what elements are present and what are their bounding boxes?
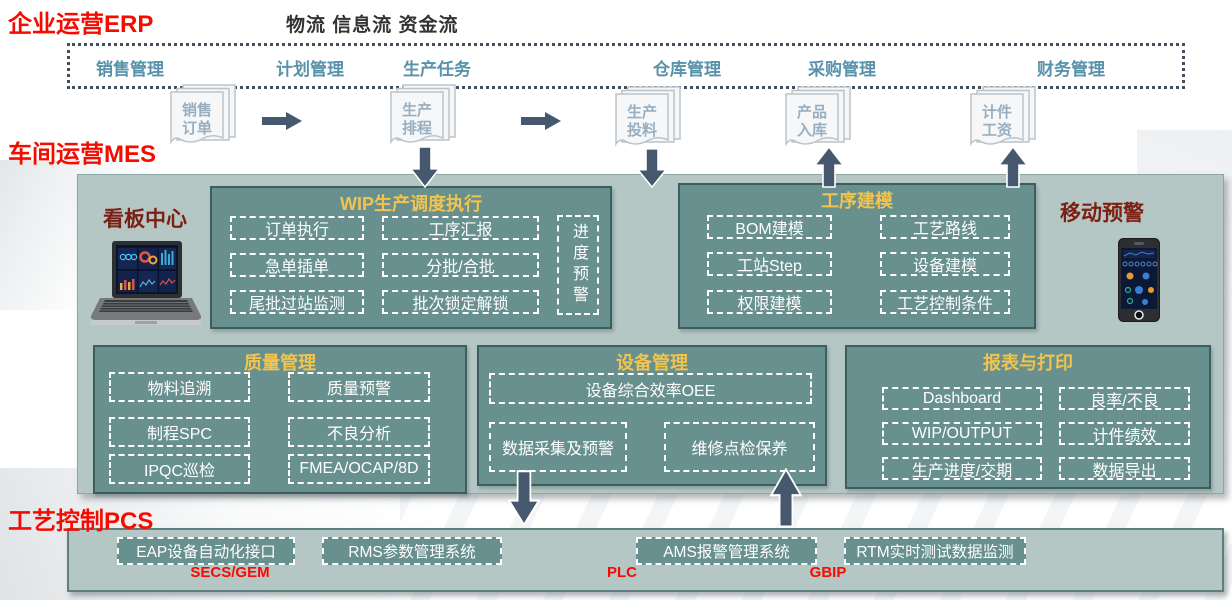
- erp-module-label: 财务管理: [1037, 60, 1105, 79]
- flow-arrow-right-icon: [262, 112, 302, 130]
- flow-arrow-right-icon: [521, 112, 561, 130]
- protocol-label: GBIP: [809, 564, 847, 581]
- laptop-dashboard-icon: [90, 241, 202, 325]
- equipment-panel: 设备管理 设备综合效率OEE 数据采集及预警 维修点检保养: [477, 345, 827, 486]
- doc-label-line: 生产: [402, 101, 432, 119]
- wip-item: 急单插单: [230, 253, 364, 277]
- pcs-container: EAP设备自动化接口 RMS参数管理系统 AMS报警管理系统 RTM实时测试数据…: [67, 528, 1224, 592]
- doc-label-line: 计件: [982, 103, 1012, 121]
- document-stack-icon: 销售 订单: [170, 84, 236, 145]
- modeling-item: 工艺控制条件: [880, 290, 1010, 314]
- document-stack-icon: 生产 投料: [615, 86, 681, 147]
- smartphone-icon: [1118, 238, 1160, 322]
- panel-title: 质量管理: [244, 353, 316, 373]
- doc-label-line: 投料: [627, 121, 657, 139]
- doc-label-line: 订单: [182, 119, 212, 137]
- flow-arrow-down-icon: [409, 146, 441, 188]
- modeling-item: BOM建模: [707, 215, 832, 239]
- equipment-item: 数据采集及预警: [489, 422, 627, 472]
- panel-title: 设备管理: [616, 353, 688, 373]
- mes-section-label: 车间运营MES: [8, 141, 157, 168]
- protocol-label: PLC: [607, 564, 637, 581]
- quality-item: 质量预警: [288, 372, 430, 402]
- pcs-system-item: EAP设备自动化接口: [117, 537, 295, 565]
- modeling-item: 设备建模: [880, 252, 1010, 276]
- document-stack-icon: 计件 工资: [970, 86, 1036, 147]
- quality-item: 不良分析: [288, 417, 430, 447]
- modeling-item: 工站Step: [707, 252, 832, 276]
- report-item: WIP/OUTPUT: [882, 422, 1042, 445]
- flow-arrow-down-icon: [636, 148, 668, 188]
- report-item: 计件绩效: [1059, 422, 1190, 445]
- wip-item: 批次锁定解锁: [382, 290, 539, 314]
- doc-label-line: 生产: [627, 103, 657, 121]
- pcs-system-item: AMS报警管理系统: [636, 537, 817, 565]
- wip-item: 分批/合批: [382, 253, 539, 277]
- equipment-oee-item: 设备综合效率OEE: [489, 373, 812, 404]
- report-item: 良率/不良: [1059, 387, 1190, 410]
- modeling-panel: 工序建模 BOM建模 工艺路线 工站Step 设备建模 权限建模 工艺控制条件: [678, 183, 1036, 329]
- erp-module-label: 采购管理: [808, 60, 876, 79]
- modeling-item: 权限建模: [707, 290, 832, 314]
- quality-item: FMEA/OCAP/8D: [288, 454, 430, 484]
- panel-title: WIP生产调度执行: [340, 194, 482, 214]
- doc-label-line: 排程: [402, 119, 432, 137]
- pcs-system-item: RTM实时测试数据监测: [844, 537, 1026, 565]
- erp-module-label: 销售管理: [96, 60, 164, 79]
- quality-item: IPQC巡检: [109, 454, 250, 484]
- wip-item: 尾批过站监测: [230, 290, 364, 314]
- erp-modules-container: [67, 43, 1185, 89]
- quality-panel: 质量管理 物料追溯 质量预警 制程SPC 不良分析 IPQC巡检 FMEA/OC…: [93, 345, 467, 494]
- wip-item: 工序汇报: [382, 216, 539, 240]
- equipment-item: 维修点检保养: [664, 422, 815, 472]
- mobile-alert-label: 移动预警: [1060, 202, 1144, 225]
- protocol-label: SECS/GEM: [190, 564, 270, 581]
- flow-arrow-up-icon: [997, 146, 1029, 188]
- report-item: 生产进度/交期: [882, 457, 1042, 480]
- progress-alert-item: 进度预警: [557, 215, 599, 315]
- flow-arrow-down-icon: [507, 470, 541, 526]
- doc-label-line: 销售: [182, 101, 212, 119]
- pcs-section-label: 工艺控制PCS: [8, 508, 154, 535]
- kanban-center-label: 看板中心: [103, 208, 187, 231]
- modeling-item: 工艺路线: [880, 215, 1010, 239]
- erp-module-label: 生产任务: [403, 60, 471, 79]
- document-stack-icon: 生产 排程: [390, 84, 456, 145]
- panel-title: 报表与打印: [983, 353, 1073, 373]
- flow-arrow-up-icon: [769, 468, 803, 528]
- report-item: Dashboard: [882, 387, 1042, 410]
- report-panel: 报表与打印 Dashboard 良率/不良 WIP/OUTPUT 计件绩效 生产…: [845, 345, 1211, 489]
- flow-label: 物流 信息流 资金流: [286, 15, 459, 36]
- doc-label-line: 产品: [797, 103, 827, 121]
- doc-label-line: 入库: [797, 121, 827, 139]
- erp-module-label: 计划管理: [276, 60, 344, 79]
- wip-item: 订单执行: [230, 216, 364, 240]
- wip-panel: WIP生产调度执行 订单执行 工序汇报 急单插单 分批/合批 尾批过站监测 批次…: [210, 186, 612, 329]
- report-item: 数据导出: [1059, 457, 1190, 480]
- flow-arrow-up-icon: [813, 146, 845, 188]
- quality-item: 物料追溯: [109, 372, 250, 402]
- panel-title: 工序建模: [821, 191, 893, 211]
- document-stack-icon: 产品 入库: [785, 86, 851, 147]
- pcs-system-item: RMS参数管理系统: [322, 537, 502, 565]
- erp-module-label: 仓库管理: [653, 60, 721, 79]
- doc-label-line: 工资: [982, 121, 1012, 139]
- quality-item: 制程SPC: [109, 417, 250, 447]
- erp-section-label: 企业运营ERP: [8, 11, 154, 38]
